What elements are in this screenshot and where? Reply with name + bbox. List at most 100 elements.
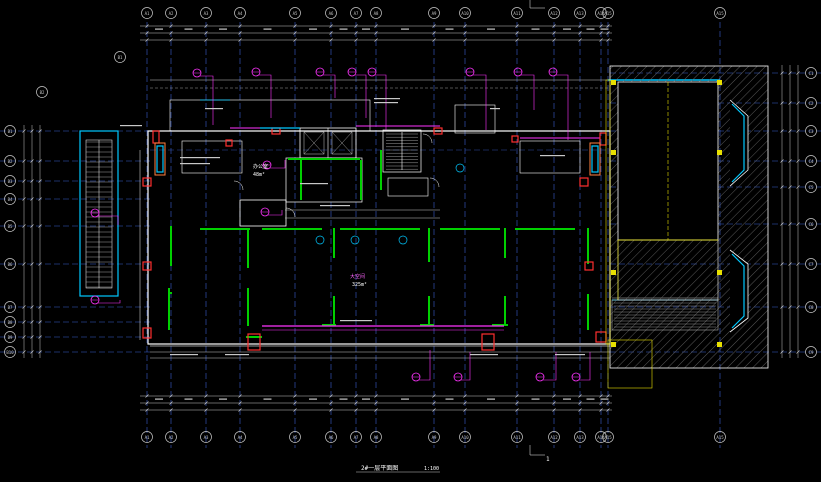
dimension-tick xyxy=(515,394,519,398)
axis-bubble-icon xyxy=(200,431,212,443)
column-segment xyxy=(428,296,430,326)
dimension-tick xyxy=(145,31,149,35)
axis-bubble-label: B2 xyxy=(8,159,13,164)
axis-bubble-label: A7 xyxy=(354,11,359,16)
axis-bubble-label: A2 xyxy=(169,11,174,16)
axis-bubble-label: A14 xyxy=(597,11,605,16)
axis-bubble-icon xyxy=(805,218,817,230)
dimension-tick xyxy=(796,305,800,309)
dimension-tick xyxy=(599,401,603,405)
drawing-title: 2#一层平面图 xyxy=(361,465,398,472)
dimension-tick xyxy=(30,197,34,201)
column-segment xyxy=(420,324,434,326)
axis-bubble-label: A13 xyxy=(576,435,584,440)
axis-bubble-icon xyxy=(36,86,48,98)
axis-bubble-right: C1 xyxy=(805,67,817,79)
axis-bubble-bottom: A13 xyxy=(574,431,586,443)
dimension-tick xyxy=(38,179,42,183)
axis-bubble-top: A2 xyxy=(165,7,177,19)
axis-bubble-icon xyxy=(370,431,382,443)
detail-callout xyxy=(465,67,487,130)
axis-bubble-right: C7 xyxy=(805,258,817,270)
dimension-tick xyxy=(30,224,34,228)
dimension-tick xyxy=(515,24,519,28)
axis-bubble-label: A15 xyxy=(604,435,612,440)
annotation-text-mark xyxy=(374,102,398,104)
axis-bubble-icon xyxy=(574,431,586,443)
window-glass xyxy=(591,145,599,173)
dimension-tick xyxy=(22,129,26,133)
dimension-tick xyxy=(432,401,436,405)
dimension-tick xyxy=(30,335,34,339)
dimension-text-mark xyxy=(362,28,370,30)
dimension-tick xyxy=(30,350,34,354)
axis-bubble-label: A14 xyxy=(597,435,605,440)
axis-bubble-label: C1 xyxy=(809,71,814,76)
annex-column xyxy=(717,342,722,347)
axis-bubble-icon xyxy=(595,431,607,443)
detail-callout xyxy=(347,67,367,118)
axis-bubble-icon xyxy=(805,258,817,270)
door-swing xyxy=(233,180,244,191)
detail-callout-leader xyxy=(323,74,336,98)
axis-bubble-icon xyxy=(289,431,301,443)
dimension-tick xyxy=(780,350,784,354)
dimension-tick xyxy=(329,24,333,28)
dimension-tick xyxy=(463,24,467,28)
dimension-tick xyxy=(22,159,26,163)
elevator-car xyxy=(331,131,353,155)
axis-bubble-left: B9 xyxy=(4,331,16,343)
dimension-tick xyxy=(780,222,784,226)
column-segment xyxy=(504,228,506,258)
dimension-tick xyxy=(552,31,556,35)
axis-bubble-label: A15 xyxy=(716,435,724,440)
detail-callout xyxy=(90,295,121,305)
axis-bubble-icon xyxy=(595,7,607,19)
dimension-tick xyxy=(204,38,208,42)
dimension-tick xyxy=(599,24,603,28)
detail-callout xyxy=(571,352,591,382)
dimension-tick xyxy=(515,31,519,35)
axis-bubble-right: C9 xyxy=(805,346,817,358)
dimension-tick xyxy=(788,129,792,133)
dimension-tick xyxy=(788,101,792,105)
dimension-tick xyxy=(354,24,358,28)
detail-callout xyxy=(535,352,557,382)
detail-callout xyxy=(411,350,431,382)
dimension-tick xyxy=(329,394,333,398)
axis-bubble-top: A12 xyxy=(548,7,560,19)
dimension-tick xyxy=(599,38,603,42)
axis-bubble-label: A1 xyxy=(145,435,150,440)
detail-callout-leader xyxy=(419,350,431,381)
column-segment xyxy=(333,228,335,258)
annotation-text-mark xyxy=(470,354,498,356)
dimension-tick xyxy=(22,179,26,183)
column-segment xyxy=(380,150,382,190)
axis-bubble-label: A4 xyxy=(238,435,243,440)
axis-bubble-label: B6 xyxy=(8,262,13,267)
dimension-tick xyxy=(38,350,42,354)
axis-bubble-top: A9 xyxy=(428,7,440,19)
detail-callout-leader xyxy=(556,74,569,140)
axis-bubble-icon xyxy=(4,331,16,343)
detail-callout xyxy=(315,67,336,98)
axis-bubble-label: C3 xyxy=(809,129,814,134)
dimension-tick xyxy=(354,394,358,398)
axis-bubble-label: C6 xyxy=(809,222,814,227)
dimension-text-mark xyxy=(445,398,454,400)
axis-bubble-bottom: A4 xyxy=(234,431,246,443)
dimension-tick xyxy=(374,31,378,35)
dimension-tick xyxy=(606,38,610,42)
dimension-tick xyxy=(374,394,378,398)
dimension-tick xyxy=(463,31,467,35)
column-segment xyxy=(504,296,506,326)
dimension-tick xyxy=(169,401,173,405)
axis-bubble-label: A8 xyxy=(374,435,379,440)
column-segment xyxy=(247,228,249,268)
dimension-text-mark xyxy=(155,28,163,30)
axis-bubble-icon xyxy=(289,7,301,19)
axis-bubble-label: A7 xyxy=(354,435,359,440)
axis-bubble-label: A10 xyxy=(461,435,469,440)
axis-bubble-label: B1 xyxy=(118,55,123,60)
dimension-tick xyxy=(354,401,358,405)
